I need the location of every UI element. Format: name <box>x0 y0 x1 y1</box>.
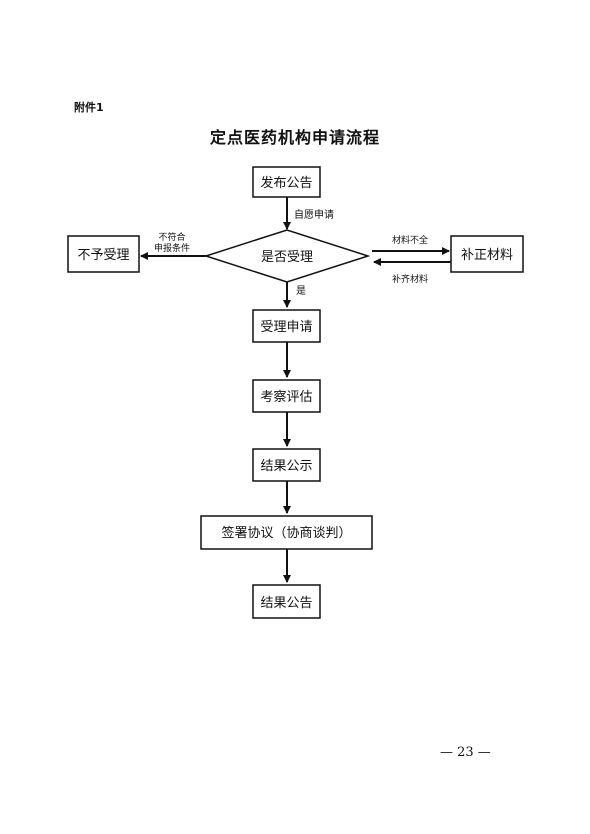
sign-box <box>200 515 373 550</box>
supplement-box-label: 补正材料 <box>461 248 513 263</box>
publicize-label: 结果公示 <box>260 459 312 474</box>
publish-box <box>252 166 321 198</box>
accept-label: 受理申请 <box>260 320 312 335</box>
result-label: 结果公告 <box>260 596 312 611</box>
yes-label: 是 <box>296 285 306 297</box>
supplement-return-label: 补齐材料 <box>392 273 428 285</box>
materials-incomplete-label: 材料不全 <box>392 234 428 246</box>
reject-label: 不予受理 <box>77 248 129 263</box>
supplement-box <box>450 235 524 273</box>
decision-diamond <box>203 229 371 283</box>
evaluate-label: 考察评估 <box>260 390 312 405</box>
reject-condition-line1: 不符合 <box>158 231 185 243</box>
result-box <box>252 584 321 619</box>
attachment-label: 附件1 <box>74 101 104 114</box>
accept-box <box>252 309 321 343</box>
page-number: — 23 — <box>440 745 491 760</box>
decision-label: 是否受理 <box>261 250 313 265</box>
voluntary-apply-label: 自愿申请 <box>294 208 334 221</box>
publish-label: 发布公告 <box>260 175 312 191</box>
reject-box <box>67 235 140 273</box>
reject-condition-line2: 申报条件 <box>154 242 190 254</box>
sign-label: 签署协议（协商谈判） <box>221 525 351 541</box>
page-title: 定点医药机构申请流程 <box>209 128 380 147</box>
